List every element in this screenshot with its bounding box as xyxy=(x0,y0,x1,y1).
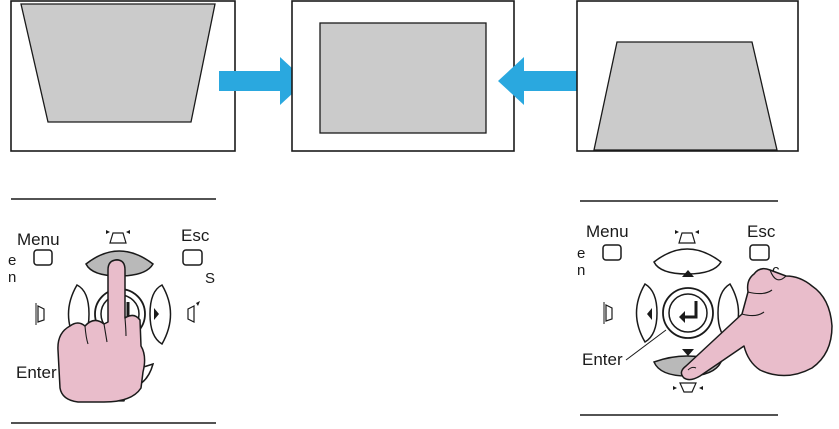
cropped-text-fragment: e xyxy=(577,245,585,262)
keystone-up-button[interactable] xyxy=(653,248,722,275)
keystone-up-icon xyxy=(106,230,130,244)
esc-label: Esc xyxy=(747,222,776,241)
menu-button[interactable] xyxy=(602,244,622,261)
control-panel-right: Menu Esc e n c xyxy=(577,200,833,416)
control-panel-left: Menu Esc e n S xyxy=(8,198,216,424)
menu-label: Menu xyxy=(17,230,60,249)
keystone-right-button[interactable] xyxy=(149,284,172,346)
screen-before-wide-bottom xyxy=(576,0,799,152)
arrow-right-icon xyxy=(219,57,306,105)
keystone-left-icon xyxy=(603,302,613,324)
enter-label: Enter xyxy=(16,363,57,382)
cropped-text-fragment: S xyxy=(205,270,215,287)
keystone-up-icon xyxy=(675,230,699,244)
cropped-text-fragment: e xyxy=(8,252,16,269)
pointing-hand-icon xyxy=(680,267,833,381)
keystone-left-button[interactable] xyxy=(635,282,658,344)
enter-label: Enter xyxy=(582,350,623,369)
enter-icon xyxy=(682,301,698,319)
esc-button[interactable] xyxy=(749,244,770,261)
arrow-left-icon xyxy=(498,57,587,105)
keystone-down-icon xyxy=(673,382,703,393)
screen-corrected xyxy=(291,0,515,152)
keystone-right-icon xyxy=(187,301,200,323)
esc-button[interactable] xyxy=(182,249,203,266)
keystone-left-icon xyxy=(35,303,45,325)
cropped-text-fragment: n xyxy=(8,269,16,286)
esc-label: Esc xyxy=(181,226,210,245)
menu-label: Menu xyxy=(586,222,629,241)
menu-button[interactable] xyxy=(33,249,53,266)
pointing-hand-icon xyxy=(57,259,146,403)
cropped-text-fragment: n xyxy=(577,262,585,279)
screen-before-wide-top xyxy=(10,0,236,152)
cropped-text-fragment: c xyxy=(772,262,780,279)
